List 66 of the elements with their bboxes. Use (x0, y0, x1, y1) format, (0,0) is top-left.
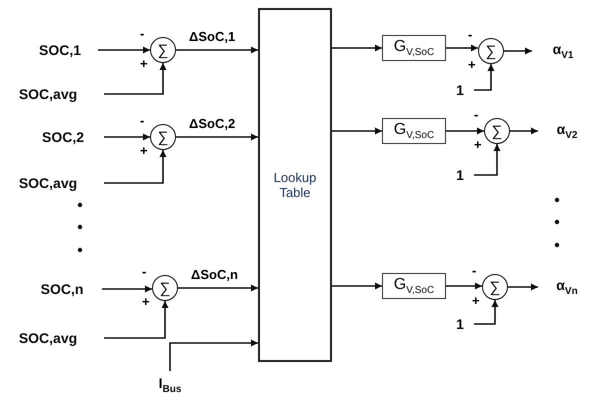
arrow (474, 144, 500, 176)
sigma-symbol: ∑ (490, 280, 500, 294)
summing-junction (484, 118, 510, 144)
signal-label: SOC,n (30, 279, 94, 299)
arrow (169, 340, 258, 371)
edge-label: ΔSoC,1 (188, 30, 236, 44)
signal-label: α$_{V1}$ (540, 39, 586, 63)
sigma-symbol: ∑ (158, 130, 168, 144)
sign-label: - (468, 28, 472, 41)
sign-label: - (140, 27, 144, 40)
summing-junction (150, 37, 176, 63)
signal-label: I$_{Bus}$ (150, 373, 190, 397)
arrow (332, 282, 382, 290)
lookup-table-block: Lookup Table (258, 8, 332, 362)
arrow (178, 284, 258, 292)
arrow (104, 134, 150, 140)
signal-label: 1 (452, 80, 468, 100)
sign-label: - (142, 265, 146, 278)
sign-label: - (472, 264, 476, 277)
summing-junction (478, 38, 504, 64)
sign-label: + (140, 57, 148, 70)
edge-label: ΔSoC,n (190, 268, 239, 282)
signal-label: SOC,avg (8, 84, 88, 104)
arrow (474, 300, 498, 325)
gain-block: G$_{V,SoC}$ (382, 35, 446, 61)
sign-label: - (474, 108, 478, 121)
arrow (104, 150, 166, 184)
sigma-symbol: ∑ (158, 42, 168, 58)
signal-label: SOC,2 (30, 127, 96, 147)
sign-label: + (472, 294, 480, 307)
summing-junction (152, 275, 178, 301)
sigma-symbol: ∑ (492, 124, 502, 138)
sigma-symbol: ∑ (160, 280, 170, 296)
summing-junction (482, 274, 508, 300)
arrow (446, 282, 482, 290)
sign-label: + (468, 58, 476, 71)
sigma-symbol: ∑ (486, 44, 496, 58)
signal-label: 1 (452, 165, 468, 185)
arrow (332, 128, 382, 134)
gain-block: G$_{V,SoC}$ (382, 273, 446, 299)
gain-block: G$_{V,SoC}$ (382, 118, 446, 144)
edge-label: ΔSoC,2 (188, 117, 236, 132)
arrow (102, 286, 152, 292)
arrow (176, 46, 258, 54)
signal-label: SOC,avg (8, 328, 88, 348)
arrow (510, 128, 538, 134)
arrow (446, 44, 478, 52)
arrow (508, 284, 538, 290)
arrow (104, 63, 166, 95)
arrow (176, 134, 258, 140)
signal-label: SOC,1 (30, 40, 90, 60)
sign-label: + (140, 144, 148, 157)
arrow (446, 128, 484, 134)
arrow (98, 46, 150, 54)
arrow (332, 44, 382, 52)
signal-label: SOC,avg (8, 173, 88, 193)
signal-label: α$_{V2}$ (546, 119, 588, 143)
arrow (504, 48, 532, 54)
arrow (104, 301, 168, 339)
signal-label: α$_{Vn}$ (546, 275, 588, 299)
sign-label: - (140, 114, 144, 127)
sign-label: + (142, 295, 150, 308)
sign-label: + (474, 138, 482, 151)
signal-label: 1 (452, 314, 468, 334)
arrow (474, 64, 494, 91)
summing-junction (150, 124, 176, 150)
